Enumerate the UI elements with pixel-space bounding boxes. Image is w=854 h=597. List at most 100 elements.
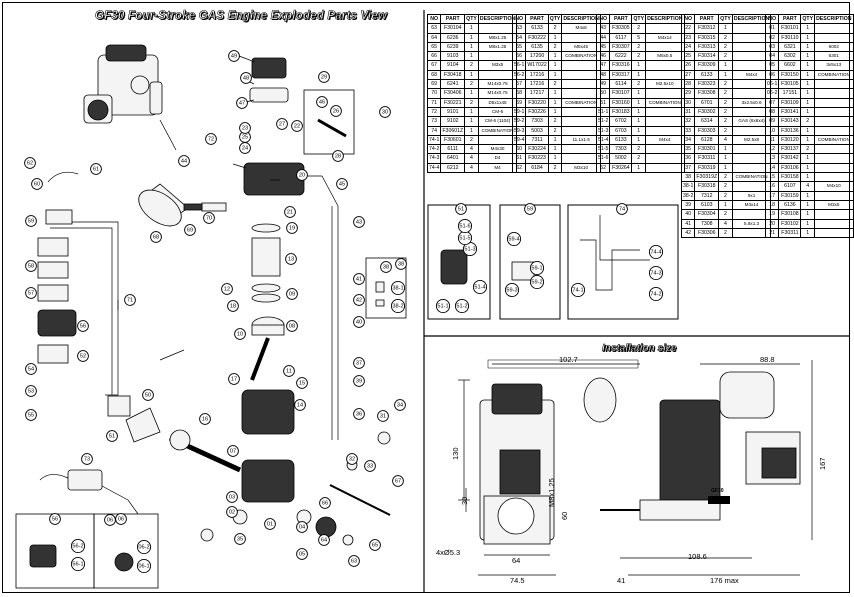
ignition-module (67, 469, 103, 491)
table-cell: 1 (800, 51, 816, 62)
table-cell: 6301 (814, 51, 854, 62)
table-cell: 58 (511, 88, 527, 99)
table-cell: 56-2 (511, 69, 527, 81)
table-cell: 71 (426, 97, 442, 108)
table-cell: 5 (631, 32, 647, 43)
table-cell: 10 (764, 125, 780, 136)
table-cell: 16 (764, 181, 780, 192)
table-cell: 1 (800, 88, 816, 99)
table-cell: 41 (680, 218, 696, 229)
callout-63: 63 (348, 555, 360, 567)
table-cell: 3x5x13 (814, 60, 854, 71)
table-cell: 1 (547, 32, 563, 43)
callout-14: 14 (294, 399, 306, 411)
table-cell: 2 (464, 79, 479, 90)
callout-label: 22 (294, 123, 300, 129)
sub-callout-label: 51-3 (464, 246, 475, 252)
callout-23: 23 (239, 122, 251, 134)
table-cell: 2 (718, 209, 733, 220)
engine-plate-label: GF30 (711, 488, 724, 494)
callout-label: 53 (28, 388, 34, 394)
table-cell: 67 (426, 60, 442, 71)
table-cell: 1 (718, 23, 733, 34)
table-cell: 1 (631, 116, 647, 127)
table-cell: 37 (680, 162, 696, 174)
table-cell: 6701 (694, 97, 720, 108)
callout-18: 18 (227, 300, 239, 312)
table-cell: COMBINATION (645, 97, 685, 108)
table-cell: 6117 (609, 32, 633, 43)
table-cell: 30 (680, 97, 696, 108)
callout-52: 52 (77, 350, 89, 362)
callout-24: 24 (239, 142, 251, 154)
table-cell: F30136 (778, 125, 802, 136)
table-cell: F30101 (778, 23, 802, 34)
callout-15: 15 (296, 377, 308, 389)
table-cell: 1 (800, 227, 816, 239)
sub-callout-59: 59 (524, 203, 536, 215)
table-cell: 2 (631, 144, 647, 155)
table-cell: F30302 (694, 106, 720, 118)
sub-callout-38: 38 (395, 258, 407, 270)
callout-label: 27 (279, 121, 285, 127)
callout-label: 66 (322, 500, 328, 506)
table-cell: 28 (680, 79, 696, 90)
callout-54: 54 (25, 363, 37, 375)
table-cell: 2 (718, 172, 733, 183)
table-header-cell: DESCRIPTION (477, 13, 518, 25)
table-cell: 1 (631, 125, 647, 136)
table-cell (814, 32, 854, 43)
table-cell: F30109 (778, 97, 802, 108)
callout-label: 73 (84, 456, 90, 462)
callout-65: 65 (369, 539, 381, 551)
gasket-51 (37, 237, 69, 257)
callout-label: 49 (231, 53, 237, 59)
table-cell: COMBINATION (477, 125, 518, 136)
callout-21: 21 (284, 206, 296, 218)
table-cell: 2 (631, 51, 647, 62)
table-cell: 59-3 (511, 125, 527, 136)
table-cell: 6302 (778, 51, 802, 62)
table-cell: 12 (764, 144, 780, 155)
table-cell: F30158 (778, 172, 802, 183)
table-cell: 01 (764, 23, 780, 34)
table-cell: 09 (764, 116, 780, 127)
callout-34: 34 (394, 399, 406, 411)
callout-62: 62 (24, 157, 36, 169)
table-cell: 11 (764, 134, 780, 146)
callout-31: 31 (377, 410, 389, 422)
table-cell: F30303 (694, 125, 720, 136)
callout-label: 38 (383, 264, 389, 270)
table-cell (814, 190, 854, 201)
callout-label: 11 (286, 368, 292, 374)
callout-73: 73 (81, 453, 93, 465)
table-cell: F30311 (694, 153, 720, 164)
table-cell (645, 88, 685, 99)
callout-47: 47 (236, 97, 248, 109)
callout-label: 72 (208, 136, 214, 142)
table-cell (814, 88, 854, 99)
table-cell: 1 (464, 116, 479, 127)
callout-label: 18 (230, 303, 236, 309)
callout-51: 51 (106, 430, 118, 442)
table-cell: 1 (800, 69, 816, 81)
sub-callout-label: 06-1 (138, 563, 149, 569)
table-cell: 45 (595, 41, 611, 53)
table-cell (561, 125, 601, 136)
